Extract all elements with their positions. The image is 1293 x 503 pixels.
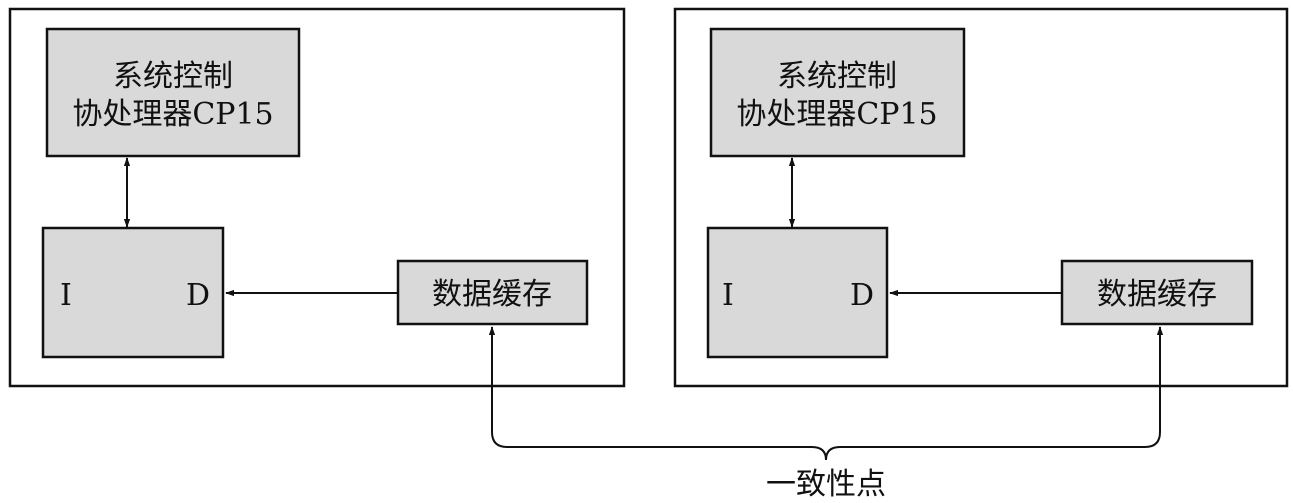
processor-panel-right: 系统控制 协处理器CP15 I D 数据缓存 <box>673 7 1289 388</box>
processor-panel-left: 系统控制 协处理器CP15 I D 数据缓存 <box>8 7 626 388</box>
core-port-d-label: D <box>850 278 874 313</box>
cp15-label-line2: 协处理器CP15 <box>736 97 937 132</box>
data-cache-box-shape <box>1060 259 1254 326</box>
core-box-shape <box>706 226 889 359</box>
cp15-box: 系统控制 协处理器CP15 <box>709 27 966 158</box>
brace-left-arm <box>488 326 827 461</box>
core-port-i-label: I <box>722 278 734 313</box>
core-port-d-label: D <box>186 278 210 313</box>
brace-right-arm <box>825 326 1164 461</box>
core-port-i-label: I <box>60 278 72 313</box>
cp15-box: 系统控制 协处理器CP15 <box>45 27 301 158</box>
core-box-shape <box>41 226 225 359</box>
coherency-brace: 一致性点 <box>488 326 1164 502</box>
cp15-label-line1: 系统控制 <box>777 59 897 94</box>
coherency-point-label: 一致性点 <box>766 467 886 502</box>
cp15-label-line2: 协处理器CP15 <box>72 97 273 132</box>
data-cache-box-shape <box>396 259 589 326</box>
cp15-box-shape <box>45 27 301 158</box>
data-cache-label: 数据缓存 <box>432 277 552 312</box>
data-cache-box: 数据缓存 <box>396 259 589 326</box>
cp15-box-shape <box>709 27 966 158</box>
data-cache-label: 数据缓存 <box>1097 277 1217 312</box>
cp15-label-line1: 系统控制 <box>113 59 233 94</box>
data-cache-box: 数据缓存 <box>1060 259 1254 326</box>
core-box: I D <box>41 226 225 359</box>
core-box: I D <box>706 226 889 359</box>
